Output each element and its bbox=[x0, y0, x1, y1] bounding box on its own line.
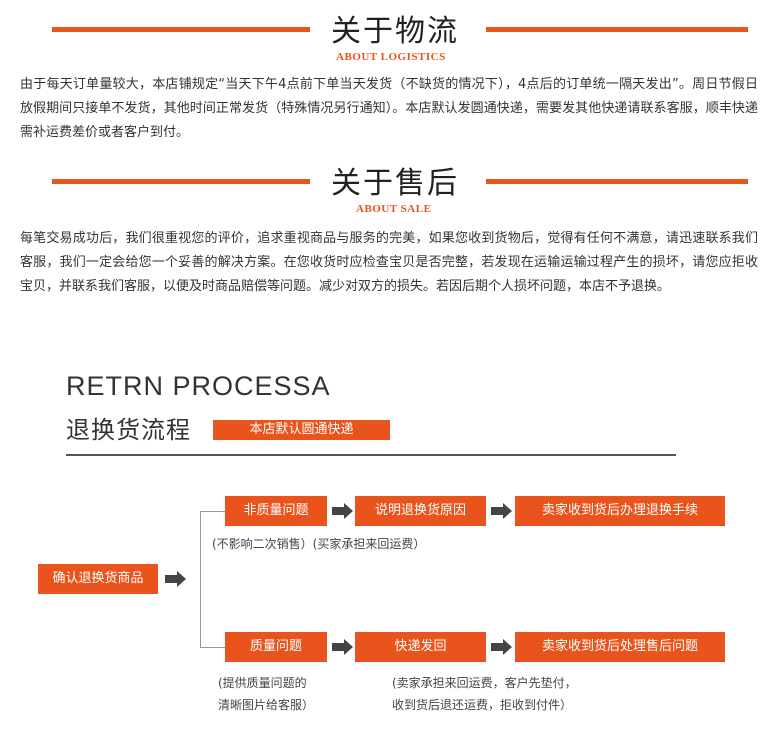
flow-start-box: 确认退换货商品 bbox=[38, 564, 158, 594]
flow-top-step-2: 说明退换货原因 bbox=[355, 496, 486, 526]
logistics-subtitle: ABOUT LOGISTICS bbox=[336, 51, 446, 63]
logistics-header-bar-right bbox=[486, 27, 748, 32]
aftersale-title: 关于售后 bbox=[331, 166, 459, 201]
arrow-right-icon bbox=[491, 503, 512, 519]
flow-top-note: (不影响二次销售）(买家承担来回运费） bbox=[212, 537, 426, 551]
flow-bottom-step-3: 卖家收到货后处理售后问题 bbox=[515, 632, 725, 662]
process-title-cn: 退换货流程 bbox=[66, 416, 191, 444]
logistics-title: 关于物流 bbox=[331, 14, 459, 49]
connector-top bbox=[200, 511, 225, 512]
flow-top-step-1: 非质量问题 bbox=[225, 496, 327, 526]
connector-vertical bbox=[200, 511, 201, 648]
aftersale-header-bar-left bbox=[52, 179, 310, 184]
process-title-en: RETRN PROCESSA bbox=[66, 371, 331, 401]
flow-bottom-step-1: 质量问题 bbox=[225, 632, 327, 662]
flow-top-step-3: 卖家收到货后办理退换手续 bbox=[515, 496, 725, 526]
arrow-right-icon bbox=[332, 639, 353, 655]
arrow-right-icon bbox=[332, 503, 353, 519]
flow-bottom-note-2b: 收到货后退还运费，拒收到付件） bbox=[392, 698, 573, 712]
aftersale-header-bar-right bbox=[486, 179, 748, 184]
connector-bottom bbox=[200, 647, 225, 648]
logistics-body: 由于每天订单量较大，本店铺规定“当天下午4点前下单当天发货（不缺货的情况下），4… bbox=[20, 77, 758, 140]
aftersale-body: 每笔交易成功后，我们很重视您的评价，追求重视商品与服务的完美，如果您收到货物后，… bbox=[20, 231, 758, 294]
flow-bottom-note-1b: 清晰图片给客服） bbox=[218, 698, 315, 712]
aftersale-subtitle: ABOUT SALE bbox=[356, 203, 432, 215]
arrow-right-icon bbox=[165, 571, 186, 587]
flow-bottom-note-1a: (提供质量问题的 bbox=[218, 676, 307, 690]
logistics-header-bar-left bbox=[52, 27, 310, 32]
flow-bottom-step-2: 快递发回 bbox=[355, 632, 486, 662]
default-courier-tag: 本店默认圆通快递 bbox=[213, 420, 390, 440]
process-divider bbox=[66, 454, 676, 456]
arrow-right-icon bbox=[491, 639, 512, 655]
flow-bottom-note-2a: (卖家承担来回运费，客户先垫付， bbox=[392, 676, 577, 690]
